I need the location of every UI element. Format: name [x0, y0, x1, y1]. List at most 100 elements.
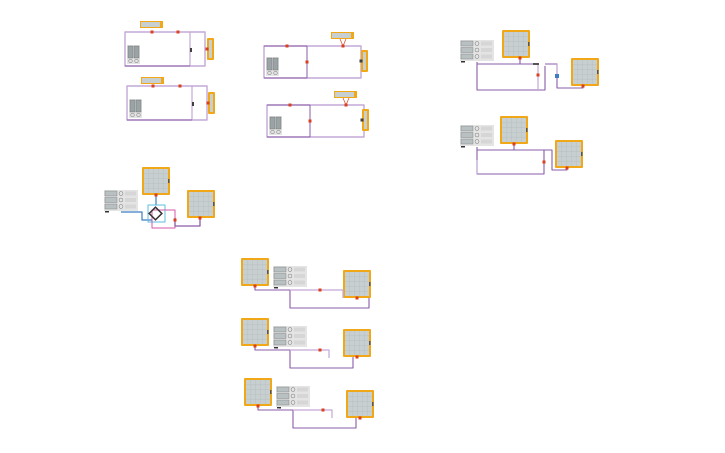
scope-input [270, 390, 272, 394]
wire[interactable] [121, 195, 157, 221]
wire[interactable] [277, 408, 333, 418]
oscilloscope-icon[interactable] [343, 329, 371, 357]
knob-icon [118, 197, 124, 203]
terminal-icon[interactable] [321, 408, 325, 412]
wire[interactable] [476, 144, 568, 175]
knob-icon [474, 126, 480, 131]
wire[interactable] [263, 45, 362, 79]
terminal-icon[interactable] [256, 404, 260, 408]
device-panel [275, 116, 282, 130]
terminal-icon[interactable] [178, 84, 182, 88]
device-panel [269, 116, 276, 130]
scope-screen [348, 392, 372, 416]
oscilloscope-icon[interactable] [346, 390, 374, 418]
scope-input [581, 152, 583, 156]
wire[interactable] [147, 204, 166, 223]
function-generator-icon[interactable] [460, 40, 494, 63]
oscilloscope-icon[interactable] [361, 50, 368, 72]
terminal-icon[interactable] [253, 344, 257, 348]
wire[interactable] [257, 406, 357, 429]
wire[interactable] [476, 58, 584, 91]
terminal-icon[interactable] [518, 56, 522, 60]
oscilloscope-icon[interactable] [142, 167, 170, 195]
meter-icon[interactable] [140, 21, 163, 28]
terminal-icon[interactable] [358, 416, 362, 420]
scope-screen [210, 94, 213, 112]
terminal-icon[interactable] [205, 47, 209, 51]
generator-display [273, 273, 287, 279]
device-panel [135, 99, 142, 113]
button-group [481, 139, 492, 144]
terminal-icon[interactable] [308, 119, 312, 123]
knob-icon [474, 41, 480, 46]
button-group [294, 334, 305, 338]
knob-icon [474, 47, 480, 53]
generator-display [276, 399, 290, 406]
oscilloscope-icon[interactable] [241, 318, 269, 346]
wire[interactable] [537, 64, 558, 90]
terminal-icon[interactable] [341, 44, 345, 48]
wire[interactable] [274, 348, 330, 358]
button-group [297, 387, 308, 392]
oscilloscope-icon[interactable] [187, 190, 215, 218]
terminal-icon[interactable] [176, 30, 180, 34]
wire[interactable] [266, 104, 365, 138]
terminal-icon[interactable] [344, 103, 348, 107]
terminal-icon[interactable] [150, 30, 154, 34]
terminal-icon[interactable] [253, 284, 257, 288]
terminal-icon[interactable] [512, 142, 516, 146]
switch-icon[interactable] [555, 74, 559, 78]
function-generator-icon[interactable] [460, 125, 494, 148]
function-generator-icon[interactable] [273, 326, 307, 349]
oscilloscope-icon[interactable] [571, 58, 599, 86]
oscilloscope-icon[interactable] [555, 140, 583, 168]
meter-screen [332, 33, 351, 38]
terminal-icon[interactable] [198, 216, 202, 220]
terminal-icon[interactable] [154, 193, 158, 197]
terminal-icon[interactable] [305, 60, 309, 64]
meter-icon[interactable] [331, 32, 354, 39]
oscilloscope-icon[interactable] [502, 30, 530, 58]
wire[interactable] [151, 209, 176, 229]
terminal-icon[interactable] [355, 296, 359, 300]
oscilloscope-icon[interactable] [244, 378, 272, 406]
terminal-icon[interactable] [318, 288, 322, 292]
meter-icon[interactable] [266, 57, 279, 76]
meter-icon[interactable] [141, 77, 164, 84]
function-generator-icon[interactable] [104, 190, 138, 213]
meter-icon[interactable] [127, 45, 140, 64]
oscilloscope-icon[interactable] [362, 109, 369, 131]
generator-output [461, 61, 465, 63]
terminal-icon[interactable] [581, 84, 585, 88]
function-generator-icon[interactable] [276, 386, 310, 409]
oscilloscope-icon[interactable] [500, 116, 528, 144]
oscilloscope-icon[interactable] [343, 270, 371, 298]
terminal-icon[interactable] [565, 166, 569, 170]
terminal-icon[interactable] [355, 355, 359, 359]
terminal-icon[interactable] [173, 218, 177, 222]
wire[interactable] [274, 288, 344, 298]
function-generator-icon[interactable] [273, 266, 307, 289]
generator-display [273, 333, 287, 339]
wire[interactable] [254, 286, 370, 309]
oscilloscope-icon[interactable] [241, 258, 269, 286]
terminal-icon[interactable] [285, 44, 289, 48]
wire[interactable] [174, 218, 201, 227]
meter-icon[interactable] [334, 91, 357, 98]
meter-screen [335, 92, 354, 97]
terminal-icon[interactable] [360, 118, 364, 122]
terminal-icon[interactable] [206, 101, 210, 105]
terminal-icon[interactable] [542, 160, 546, 164]
oscilloscope-icon[interactable] [208, 92, 215, 114]
terminal-icon[interactable] [318, 348, 322, 352]
meter-icon[interactable] [269, 116, 282, 135]
meter-icon[interactable] [129, 99, 142, 118]
terminal-icon[interactable] [151, 84, 155, 88]
terminal-icon[interactable] [359, 59, 363, 63]
terminal-icon[interactable] [288, 103, 292, 107]
oscilloscope-icon[interactable] [207, 38, 214, 60]
wire[interactable] [254, 346, 354, 369]
scope-screen [504, 32, 528, 56]
terminal-icon[interactable] [536, 73, 540, 77]
